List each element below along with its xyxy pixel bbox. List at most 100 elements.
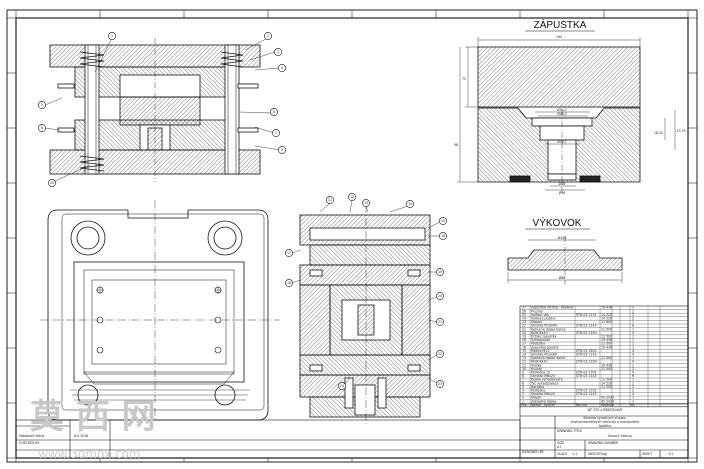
parts-list-pos: 6 xyxy=(522,381,524,385)
part-balloon: 12 xyxy=(348,193,356,201)
parts-list-pos: 22 xyxy=(522,324,526,328)
parts-list-norm: STN 02 2150 xyxy=(576,331,597,335)
parts-list-norm: STN 02 1143 xyxy=(576,353,597,357)
parts-list-qty: 2 xyxy=(632,317,634,321)
parts-list-name: Vložka xyxy=(531,363,541,367)
parts-list-qty: 1 xyxy=(632,381,634,385)
part-balloon-number: 22 xyxy=(438,352,442,356)
part-balloon: 4 xyxy=(278,64,286,72)
parts-list-norm: STN 02 1702 xyxy=(576,371,597,375)
parts-list-pos: 24 xyxy=(522,317,526,321)
parts-list-name: Narážka xyxy=(531,385,544,389)
part-balloon-number: 3 xyxy=(277,50,279,54)
section-view-middle xyxy=(291,199,441,425)
parts-list-qty: 1 xyxy=(632,306,634,310)
part-balloon: 8 xyxy=(270,108,278,116)
part-balloon: 17 xyxy=(285,249,293,257)
parts-list-qty: 1 xyxy=(632,399,634,403)
parts-list-name: Upínacia doska horná xyxy=(531,327,565,331)
parts-list-qty: 8 xyxy=(632,324,634,328)
parts-list-pos: 2 xyxy=(522,396,524,400)
watermark: 莫 西 网 www.3dmox.com xyxy=(30,397,156,461)
tb-size: A1 xyxy=(557,445,561,449)
parts-list-name: Matica M12 xyxy=(531,349,549,353)
parts-list-qty: 4 xyxy=(632,392,634,396)
parts-list-pos: 12 xyxy=(522,360,526,364)
parts-list-pos: 8 xyxy=(522,374,524,378)
part-balloon-number: 12 xyxy=(350,195,354,199)
part-balloon: 20 xyxy=(436,292,444,300)
parts-list-material: 14 220 xyxy=(601,317,612,321)
tb-date: 6.5.2016 xyxy=(74,434,88,438)
parts-list-name: Kolík 8x30 xyxy=(531,360,547,364)
tb-checked-by-label: CHECKED BY xyxy=(19,441,39,445)
parts-list-material: 11 500 xyxy=(601,342,612,346)
dim-zapustka-bot2: Ø58 xyxy=(559,190,566,195)
parts-list-name: Skrutka M10x40 xyxy=(531,324,557,328)
part-balloon: 10 xyxy=(48,179,56,187)
parts-list-pos: 17 xyxy=(522,342,526,346)
tb-dept3: bodého xyxy=(599,424,611,428)
dim-vykovok-top: Ø108 xyxy=(558,235,567,240)
parts-list-norm: STN 02 1131 xyxy=(576,313,597,317)
parts-list-qty: 2 xyxy=(632,313,634,317)
parts-list-name: Zapustka spodná xyxy=(531,345,559,349)
parts-list-pos: 4 xyxy=(522,389,524,393)
zapustka-title: ZÁPUSTKA xyxy=(534,18,587,31)
tb-sheet: 1/1 xyxy=(668,452,673,456)
parts-list-pos: 19 xyxy=(522,335,526,339)
parts-list-name: Pružina xyxy=(531,309,543,313)
parts-list-name: Podložka xyxy=(531,389,545,393)
parts-list-qty: 4 xyxy=(632,371,634,375)
parts-list-pos: 3 xyxy=(522,392,524,396)
parts-list-name: Zapustka vrchná - kovanie xyxy=(531,306,573,310)
part-balloon: 19 xyxy=(436,268,444,276)
part-balloon-number: 23 xyxy=(438,382,442,386)
parts-list-name: Podložka 12 xyxy=(531,371,550,375)
parts-list-pos: 26 xyxy=(522,309,526,313)
part-balloon: 23 xyxy=(436,380,444,388)
parts-list-name: Vyhadzovač xyxy=(531,338,550,342)
parts-list-norm: STN 02 1143 xyxy=(576,374,597,378)
parts-list-qty: 1 xyxy=(632,356,634,360)
part-balloon: 5 xyxy=(38,101,46,109)
part-balloon: 18 xyxy=(285,279,293,287)
parts-list-name: Doska vyhadzovača xyxy=(531,378,563,382)
parts-list-pos: 20 xyxy=(522,331,526,335)
watermark-url: www.3dmox.com xyxy=(38,447,141,461)
dim-zapustka-r2: Ø49,2 xyxy=(557,111,567,116)
tb-dept1: Katedra výrobných strojov, xyxy=(583,416,626,420)
parts-list-qty: 2 xyxy=(632,389,634,393)
part-balloon-number: 1 xyxy=(111,34,113,38)
section-view-top-left xyxy=(44,37,281,182)
tb-sheet-label: SHEET xyxy=(642,452,652,456)
tb-school: SjF STU v BRATISLAVE xyxy=(587,408,622,412)
title-block-text: SjF STU v BRATISLAVE Katedra výrobných s… xyxy=(19,408,673,456)
parts-list-pos: 14 xyxy=(522,353,526,357)
parts-list-pos: 25 xyxy=(522,313,526,317)
part-balloon: 14 xyxy=(406,200,414,208)
parts-list-material: 19 436 xyxy=(601,363,612,367)
parts-list-header-material: Materiál xyxy=(601,403,614,407)
parts-list-material: 11 500 xyxy=(601,335,612,339)
parts-list-qty: 4 xyxy=(632,360,634,364)
tb-scale: 1:1 xyxy=(572,452,577,456)
parts-list-qty: 2 xyxy=(632,309,634,313)
title-block xyxy=(15,403,689,459)
tb-designed-by-label: DESIGNED BY xyxy=(522,450,544,454)
parts-list-qty: 4 xyxy=(632,349,634,353)
part-balloon: 1 xyxy=(108,32,116,40)
part-balloon-number: 5 xyxy=(41,103,43,107)
part-balloon-number: 4 xyxy=(281,66,283,70)
parts-list-material: 11 500 xyxy=(601,327,612,331)
tb-weight-label: WEIGHT(kg) xyxy=(588,452,607,456)
parts-list-pos: 23 xyxy=(522,320,526,324)
part-balloon: 7 xyxy=(272,129,280,137)
parts-list-pos: 7 xyxy=(522,378,524,382)
parts-list-qty: 4 xyxy=(632,353,634,357)
parts-list-material: 11 500 xyxy=(601,367,612,371)
parts-list-name: Krúžok xyxy=(531,367,542,371)
